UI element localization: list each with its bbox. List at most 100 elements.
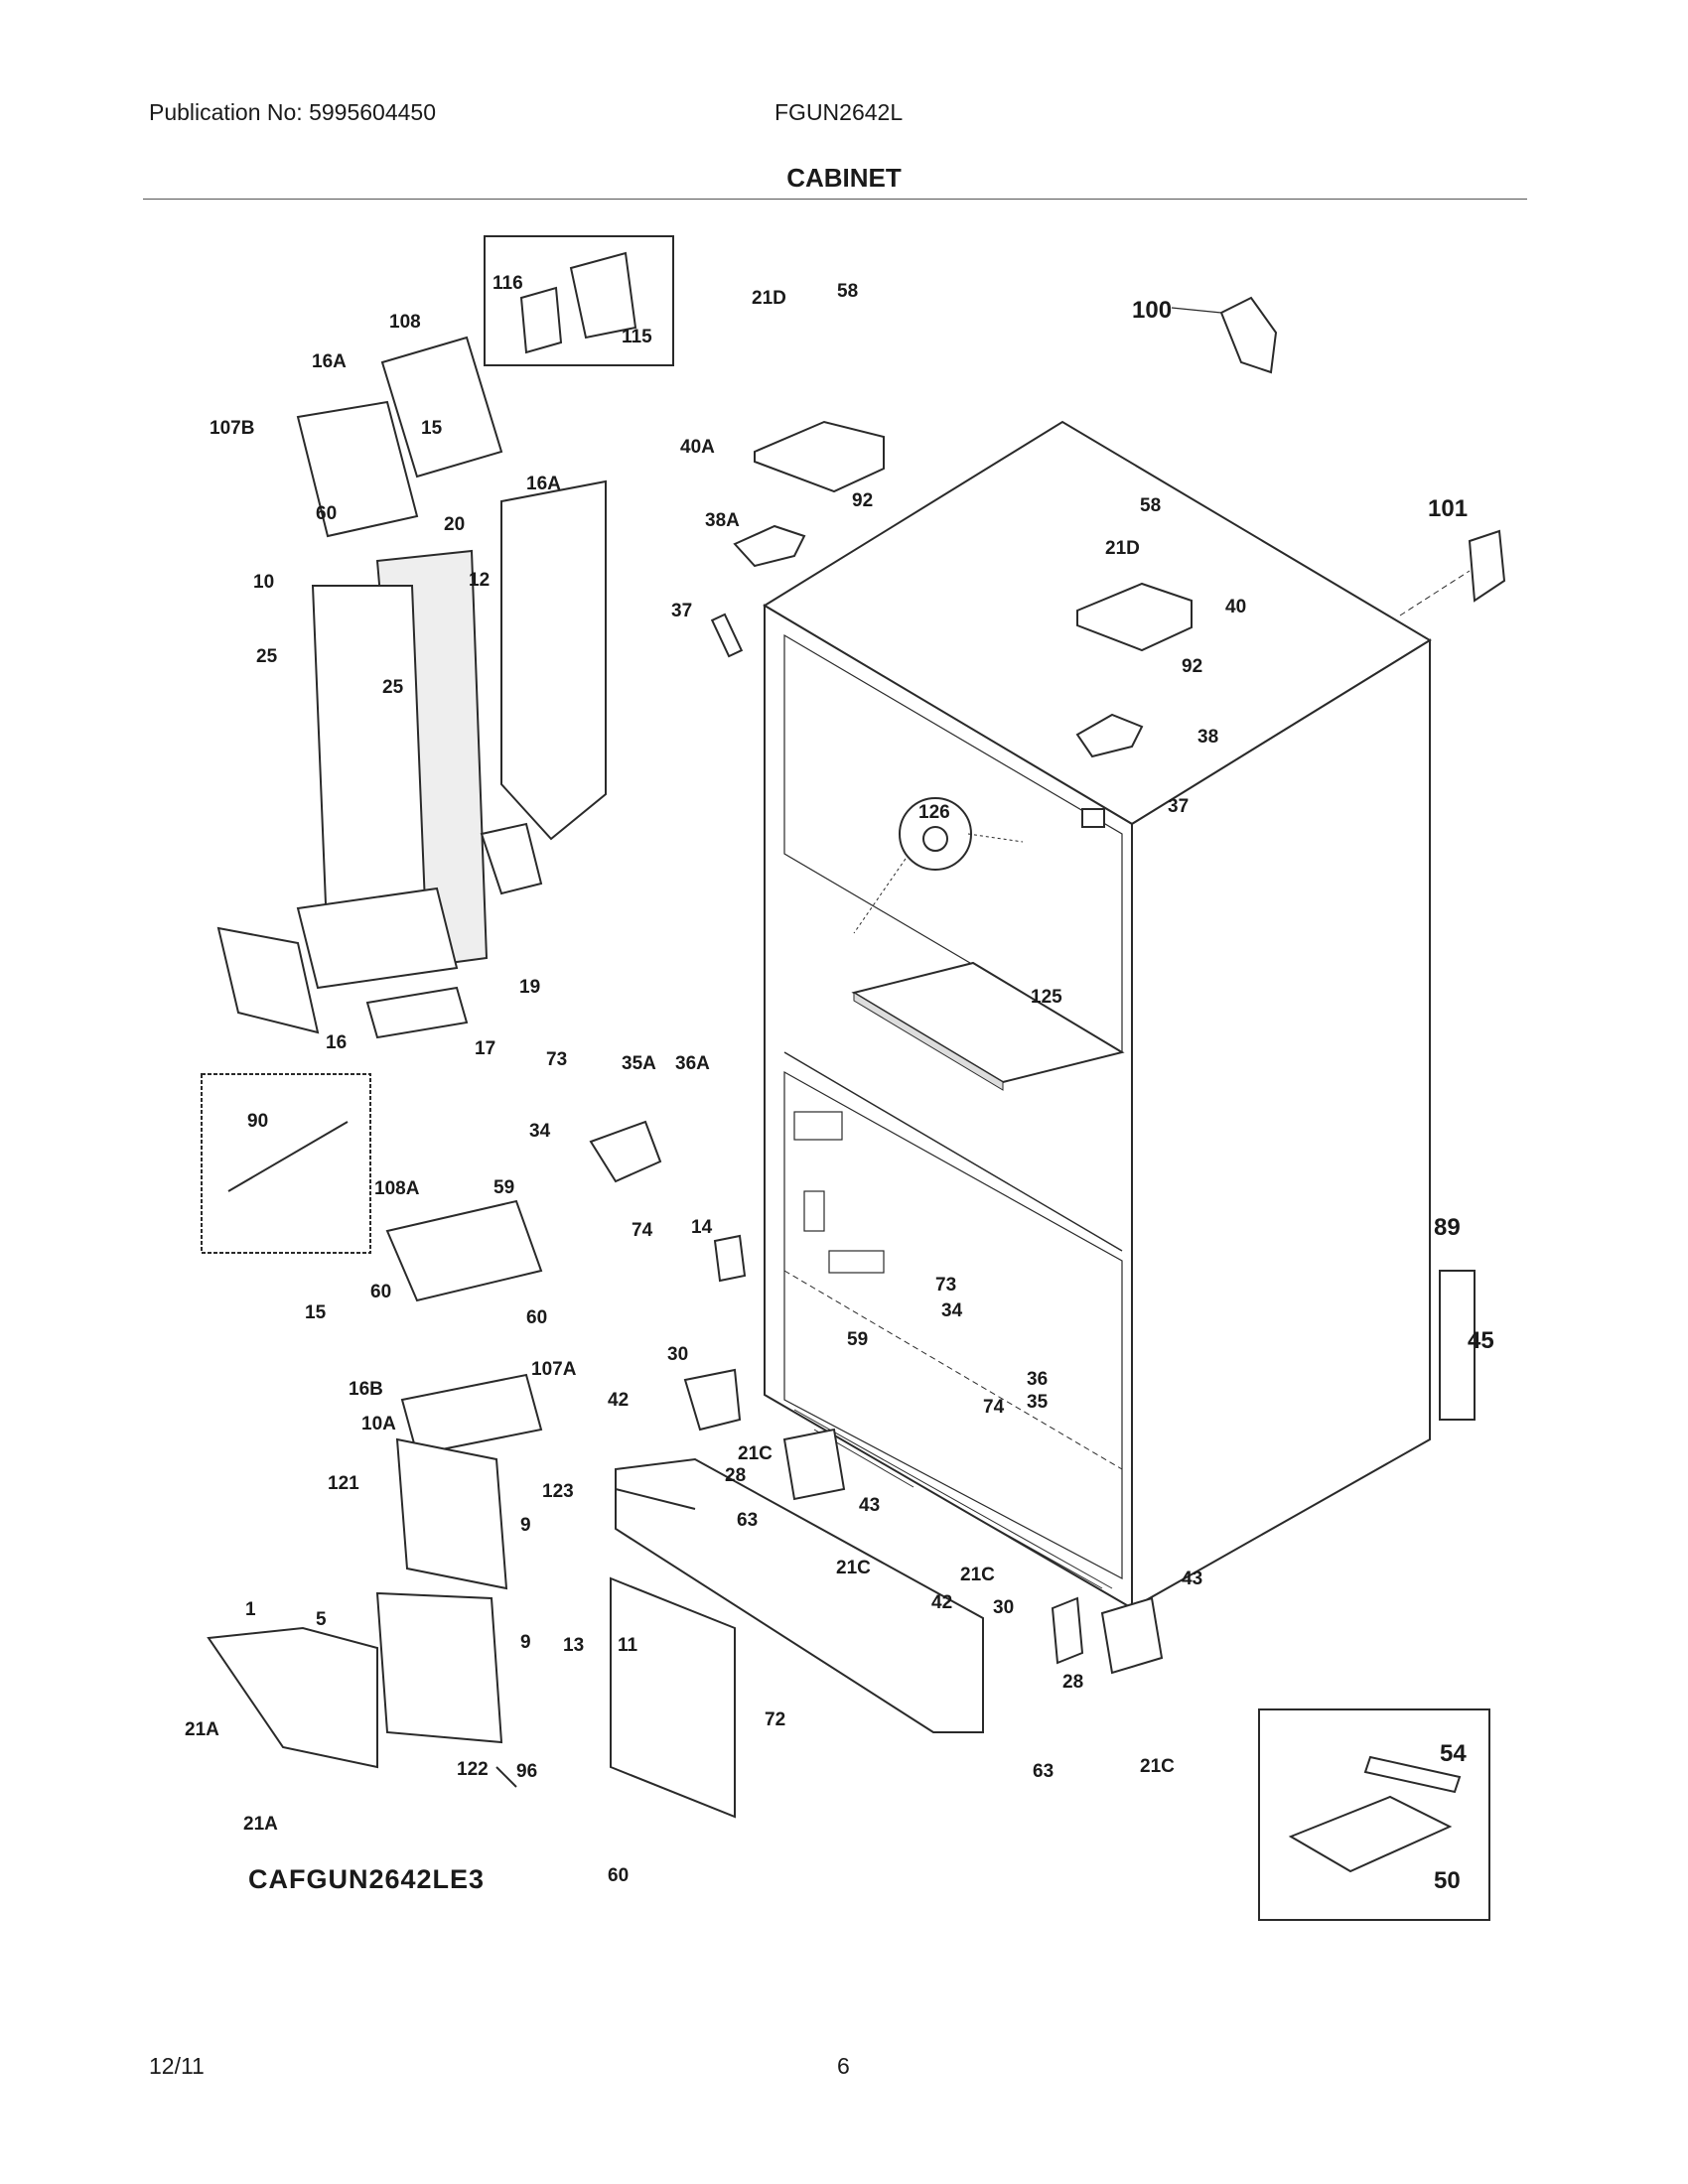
label-21c-4: 21C bbox=[1140, 1756, 1175, 1777]
label-43: 43 bbox=[859, 1495, 880, 1516]
cabinet-body bbox=[763, 420, 1432, 1610]
label-108a: 108A bbox=[374, 1178, 420, 1199]
label-21a: 21A bbox=[185, 1719, 219, 1740]
label-34: 34 bbox=[529, 1121, 551, 1142]
label-19: 19 bbox=[519, 977, 540, 998]
label-122: 122 bbox=[457, 1759, 489, 1780]
label-9: 9 bbox=[520, 1515, 531, 1536]
label-121: 121 bbox=[328, 1473, 359, 1494]
model-number: FGUN2642L bbox=[774, 99, 904, 125]
label-10a: 10A bbox=[361, 1414, 396, 1434]
publication-number: Publication No: 5995604450 bbox=[149, 99, 437, 125]
dispenser-duct-assembly bbox=[216, 235, 674, 1039]
label-5: 5 bbox=[316, 1609, 327, 1630]
top-hinge-assembly bbox=[710, 296, 1506, 828]
label-17: 17 bbox=[475, 1038, 495, 1059]
label-60-3: 60 bbox=[526, 1307, 547, 1328]
label-38: 38 bbox=[1197, 727, 1218, 748]
label-59: 59 bbox=[493, 1177, 514, 1198]
label-9-2: 9 bbox=[520, 1632, 531, 1653]
label-54: 54 bbox=[1440, 1740, 1467, 1767]
label-21d: 21D bbox=[752, 288, 786, 309]
label-16: 16 bbox=[326, 1032, 347, 1053]
label-73: 73 bbox=[546, 1049, 567, 1070]
label-73-2: 73 bbox=[935, 1275, 956, 1296]
label-126: 126 bbox=[918, 802, 950, 823]
label-35: 35 bbox=[1027, 1392, 1049, 1413]
label-72: 72 bbox=[765, 1709, 785, 1730]
label-63-2: 63 bbox=[1033, 1761, 1054, 1782]
label-58-2: 58 bbox=[1140, 495, 1161, 516]
label-25: 25 bbox=[256, 646, 278, 667]
label-40: 40 bbox=[1225, 597, 1246, 617]
label-28-2: 28 bbox=[1062, 1672, 1083, 1693]
label-90: 90 bbox=[247, 1111, 268, 1132]
label-14: 14 bbox=[691, 1217, 713, 1238]
label-40a: 40A bbox=[680, 437, 715, 458]
label-101: 101 bbox=[1428, 495, 1468, 522]
label-58: 58 bbox=[837, 281, 858, 302]
label-96: 96 bbox=[516, 1761, 537, 1782]
page-number: 6 bbox=[837, 2053, 850, 2079]
footer-date: 12/11 bbox=[149, 2053, 205, 2079]
label-1: 1 bbox=[245, 1599, 256, 1620]
label-116: 116 bbox=[492, 273, 523, 294]
label-11: 11 bbox=[618, 1635, 638, 1656]
label-107a: 107A bbox=[531, 1359, 577, 1380]
diagram-code: CAFGUN2642LE3 bbox=[248, 1864, 486, 1894]
part-callouts: 116 115 108 16A 107B 15 16A 60 20 12 10 … bbox=[185, 273, 1494, 1894]
header-divider bbox=[143, 199, 1527, 200]
label-30: 30 bbox=[667, 1344, 688, 1365]
label-21c: 21C bbox=[738, 1443, 773, 1464]
label-36: 36 bbox=[1027, 1369, 1048, 1390]
label-60-4: 60 bbox=[608, 1865, 629, 1886]
label-100: 100 bbox=[1132, 297, 1172, 324]
label-59-2: 59 bbox=[847, 1329, 868, 1350]
label-21a-2: 21A bbox=[243, 1814, 278, 1835]
label-21d-2: 21D bbox=[1105, 538, 1140, 559]
mid-hinge-assembly bbox=[201, 1073, 747, 1456]
label-74: 74 bbox=[632, 1220, 653, 1241]
label-50: 50 bbox=[1434, 1867, 1461, 1894]
label-45: 45 bbox=[1468, 1327, 1494, 1354]
label-16b: 16B bbox=[349, 1379, 383, 1400]
label-60-2: 60 bbox=[370, 1282, 391, 1302]
label-30-2: 30 bbox=[993, 1597, 1014, 1618]
label-74-2: 74 bbox=[983, 1397, 1005, 1418]
label-28: 28 bbox=[725, 1465, 746, 1486]
label-37: 37 bbox=[671, 601, 692, 621]
label-125: 125 bbox=[1031, 987, 1062, 1008]
label-60: 60 bbox=[316, 503, 337, 524]
label-92: 92 bbox=[852, 490, 873, 511]
page-title: CABINET bbox=[786, 163, 902, 193]
label-10: 10 bbox=[253, 572, 274, 593]
label-20: 20 bbox=[444, 514, 465, 535]
label-89: 89 bbox=[1434, 1214, 1461, 1241]
label-42: 42 bbox=[608, 1390, 629, 1411]
label-36a: 36A bbox=[675, 1053, 710, 1074]
label-35a: 35A bbox=[622, 1053, 656, 1074]
lower-assemblies bbox=[207, 1270, 1476, 1819]
inset-box-54-50 bbox=[1258, 1708, 1490, 1921]
label-92-2: 92 bbox=[1182, 656, 1202, 677]
label-13: 13 bbox=[563, 1635, 584, 1656]
label-43-2: 43 bbox=[1182, 1569, 1202, 1589]
label-15: 15 bbox=[421, 418, 443, 439]
label-21c-2: 21C bbox=[836, 1558, 871, 1578]
label-38a: 38A bbox=[705, 510, 740, 531]
label-115: 115 bbox=[622, 327, 652, 347]
label-34-2: 34 bbox=[941, 1300, 963, 1321]
label-25-2: 25 bbox=[382, 677, 404, 698]
label-15-2: 15 bbox=[305, 1302, 327, 1323]
label-16a-2: 16A bbox=[526, 474, 561, 494]
label-16a: 16A bbox=[312, 351, 347, 372]
label-12: 12 bbox=[469, 570, 490, 591]
label-37-2: 37 bbox=[1168, 796, 1189, 817]
label-108: 108 bbox=[389, 312, 421, 333]
label-123: 123 bbox=[542, 1481, 574, 1502]
label-21c-3: 21C bbox=[960, 1565, 995, 1585]
label-107b: 107B bbox=[210, 418, 254, 439]
label-63: 63 bbox=[737, 1510, 758, 1531]
label-42-2: 42 bbox=[931, 1592, 952, 1613]
